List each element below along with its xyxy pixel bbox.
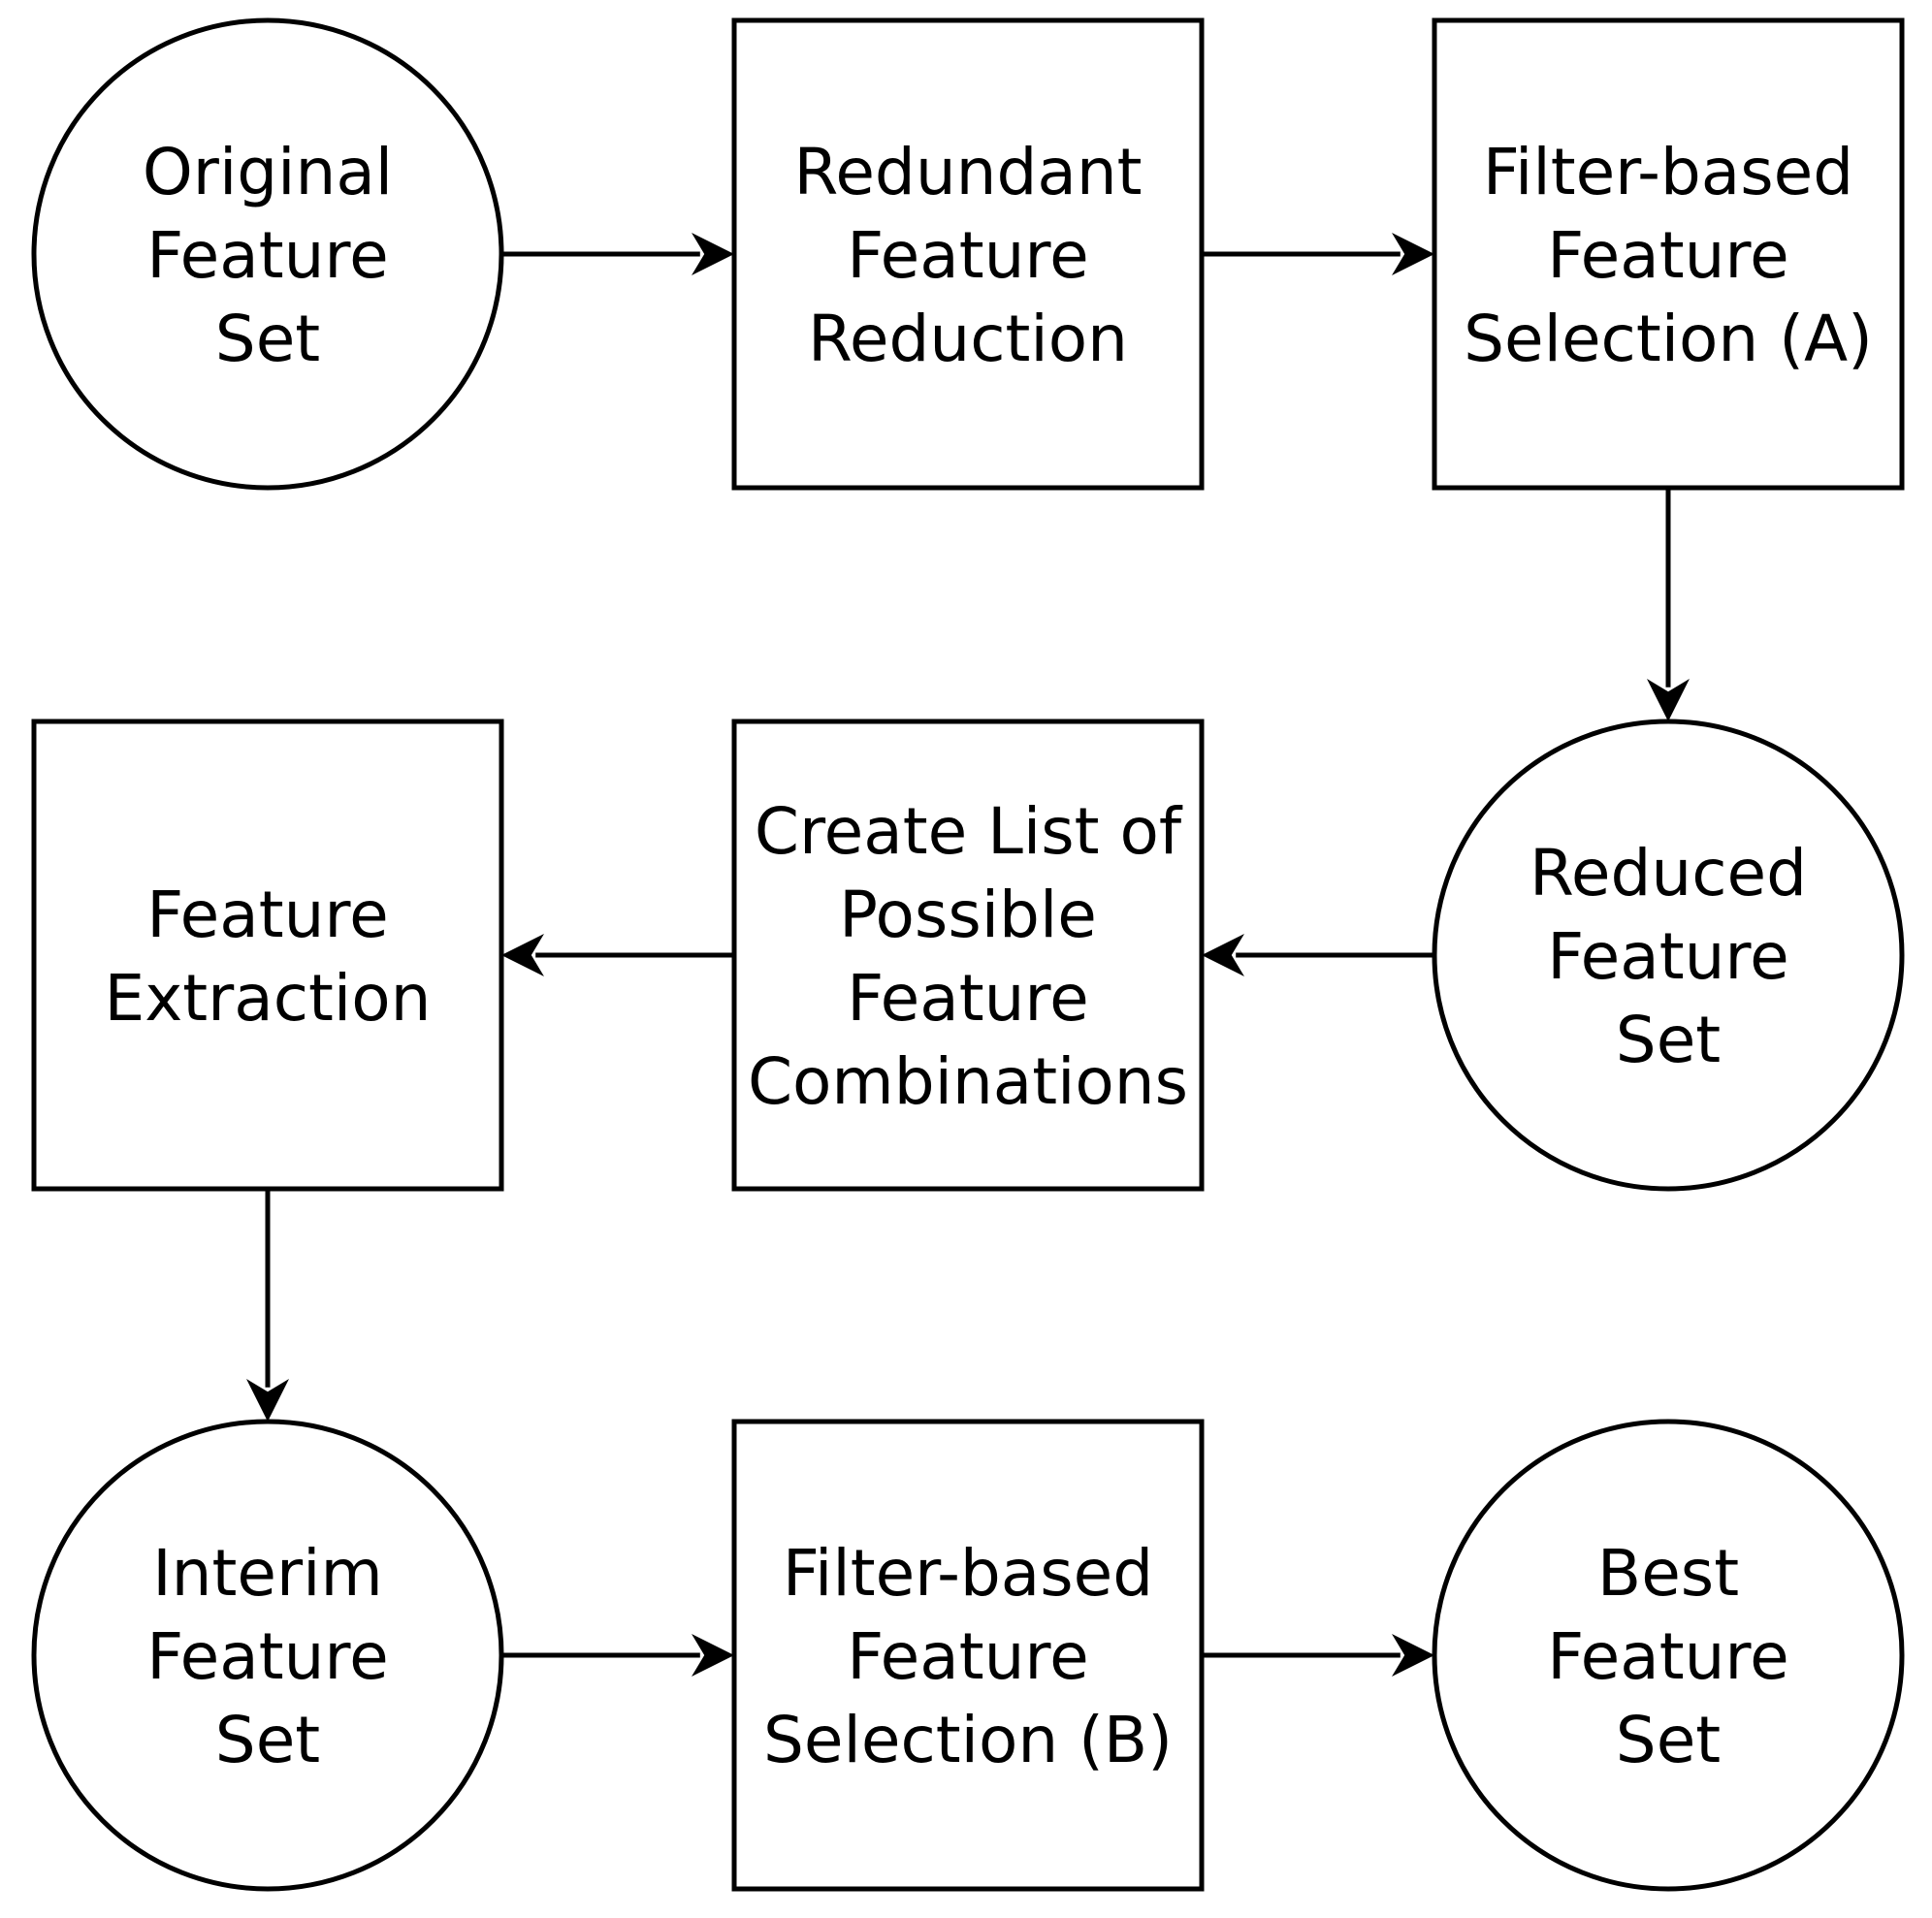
arrow-filter-a-to-reduced (1647, 488, 1690, 721)
arrow-head (692, 233, 734, 275)
node-label-line: Reduction (808, 302, 1128, 376)
node-label-line: Feature (146, 878, 388, 952)
node-label-line: Feature (1547, 218, 1788, 293)
node-label-line: Reduced (1530, 836, 1807, 911)
arrow-head (1647, 679, 1690, 721)
node-label-line: Extraction (105, 961, 432, 1036)
arrow-interim-to-filter-b (501, 1634, 734, 1677)
arrow-head (246, 1379, 289, 1422)
arrow-head (1202, 934, 1244, 976)
node-label-line: Feature (1547, 919, 1788, 994)
node-label-line: Set (215, 1703, 320, 1777)
node-label-line: Filter-based (783, 1536, 1153, 1611)
node-circle (31, 17, 504, 491)
node-label-line: Feature (146, 1619, 388, 1694)
node-circle (1432, 719, 1905, 1192)
arrow-head (1392, 233, 1434, 275)
node-label-line: Filter-based (1483, 135, 1853, 209)
arrow-head (1392, 1634, 1434, 1677)
node-box (31, 719, 504, 1192)
node-label-line: Set (215, 302, 320, 376)
node-box (1432, 17, 1905, 491)
node-label-line: Original (143, 135, 393, 209)
node-label-line: Best (1597, 1536, 1739, 1611)
node-label-line: Feature (847, 1619, 1088, 1694)
node-box (731, 1419, 1205, 1892)
nodes-layer: OriginalFeatureSetRedundantFeatureReduct… (31, 17, 1905, 1892)
arrow-combinations-to-extraction (501, 934, 734, 976)
arrow-original-to-redundant (501, 233, 734, 275)
arrow-head (501, 934, 544, 976)
arrow-redundant-to-filter-a (1202, 233, 1434, 275)
node-circle (31, 1419, 504, 1892)
node-label-line: Set (1616, 1703, 1721, 1777)
node-label-line: Redundant (793, 135, 1142, 209)
node-label-line: Interim (152, 1536, 383, 1611)
node-label-line: Selection (B) (763, 1703, 1173, 1777)
arrow-extraction-to-interim (246, 1189, 289, 1422)
node-label-line: Feature (847, 961, 1088, 1036)
node-label-line: Possible (839, 878, 1097, 952)
node-label-line: Feature (1547, 1619, 1788, 1694)
node-box (731, 17, 1205, 491)
arrow-filter-b-to-best (1202, 1634, 1434, 1677)
node-box (731, 719, 1205, 1192)
arrow-reduced-to-combinations (1202, 934, 1434, 976)
node-combinations: Create List of PossibleFeatureCombination… (731, 719, 1205, 1192)
node-label-line: Selection (A) (1464, 302, 1873, 376)
node-label-line: Set (1616, 1003, 1721, 1077)
node-label-line: Feature (146, 218, 388, 293)
node-label-line: Create List of (755, 794, 1183, 869)
node-label-line: Combinations (748, 1044, 1188, 1119)
node-circle (1432, 1419, 1905, 1892)
node-label-line: Feature (847, 218, 1088, 293)
arrow-head (692, 1634, 734, 1677)
edges-layer (246, 233, 1690, 1677)
